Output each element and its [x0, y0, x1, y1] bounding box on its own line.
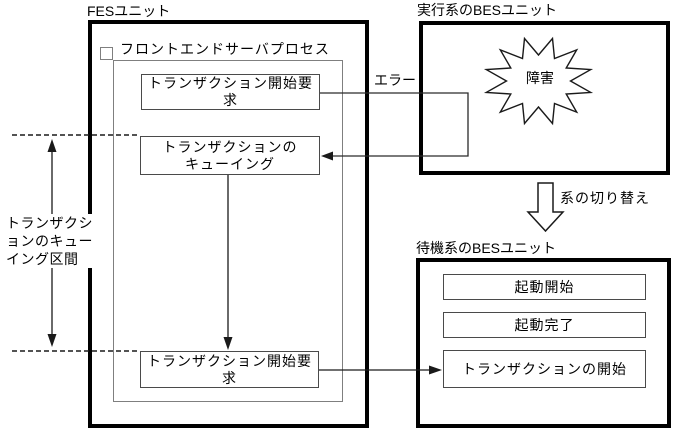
error-label: エラー: [374, 72, 416, 88]
transaction-queuing-box: トランザクションの キューイング: [140, 136, 320, 175]
startup-start-label: 起動開始: [514, 278, 575, 295]
process-corner-square-icon: [100, 47, 113, 60]
failure-label: 障害: [526, 70, 554, 86]
transaction-queuing-label-line2: キューイング: [185, 155, 275, 172]
transaction-start-box: トランザクションの開始: [443, 350, 646, 388]
frontend-process-label: フロントエンドサーバプロセス: [120, 41, 330, 57]
transaction-start-request-bottom-label: トランザクション開始要求: [147, 352, 312, 386]
standby-bes-title: 待機系のBESユニット: [416, 240, 557, 256]
transaction-queuing-label-line1: トランザクションの: [162, 138, 298, 155]
transaction-start-label: トランザクションの開始: [462, 360, 627, 377]
transaction-start-request-top-box: トランザクション開始要求: [141, 74, 320, 110]
active-bes-title: 実行系のBESユニット: [417, 2, 558, 18]
startup-complete-box: 起動完了: [443, 312, 646, 338]
frontend-process-box: [113, 60, 343, 402]
startup-start-box: 起動開始: [443, 274, 646, 300]
active-bes-box: [419, 21, 670, 175]
system-switch-arrow: [526, 182, 565, 233]
fes-unit-title: FESユニット: [87, 3, 171, 19]
system-switch-label: 系の切り替え: [560, 190, 650, 206]
transaction-start-request-bottom-box: トランザクション開始要求: [140, 351, 319, 388]
queuing-interval-label: トランザクションのキューイング区間: [6, 214, 93, 268]
transaction-start-request-top-label: トランザクション開始要求: [148, 75, 313, 108]
startup-complete-label: 起動完了: [514, 316, 575, 333]
